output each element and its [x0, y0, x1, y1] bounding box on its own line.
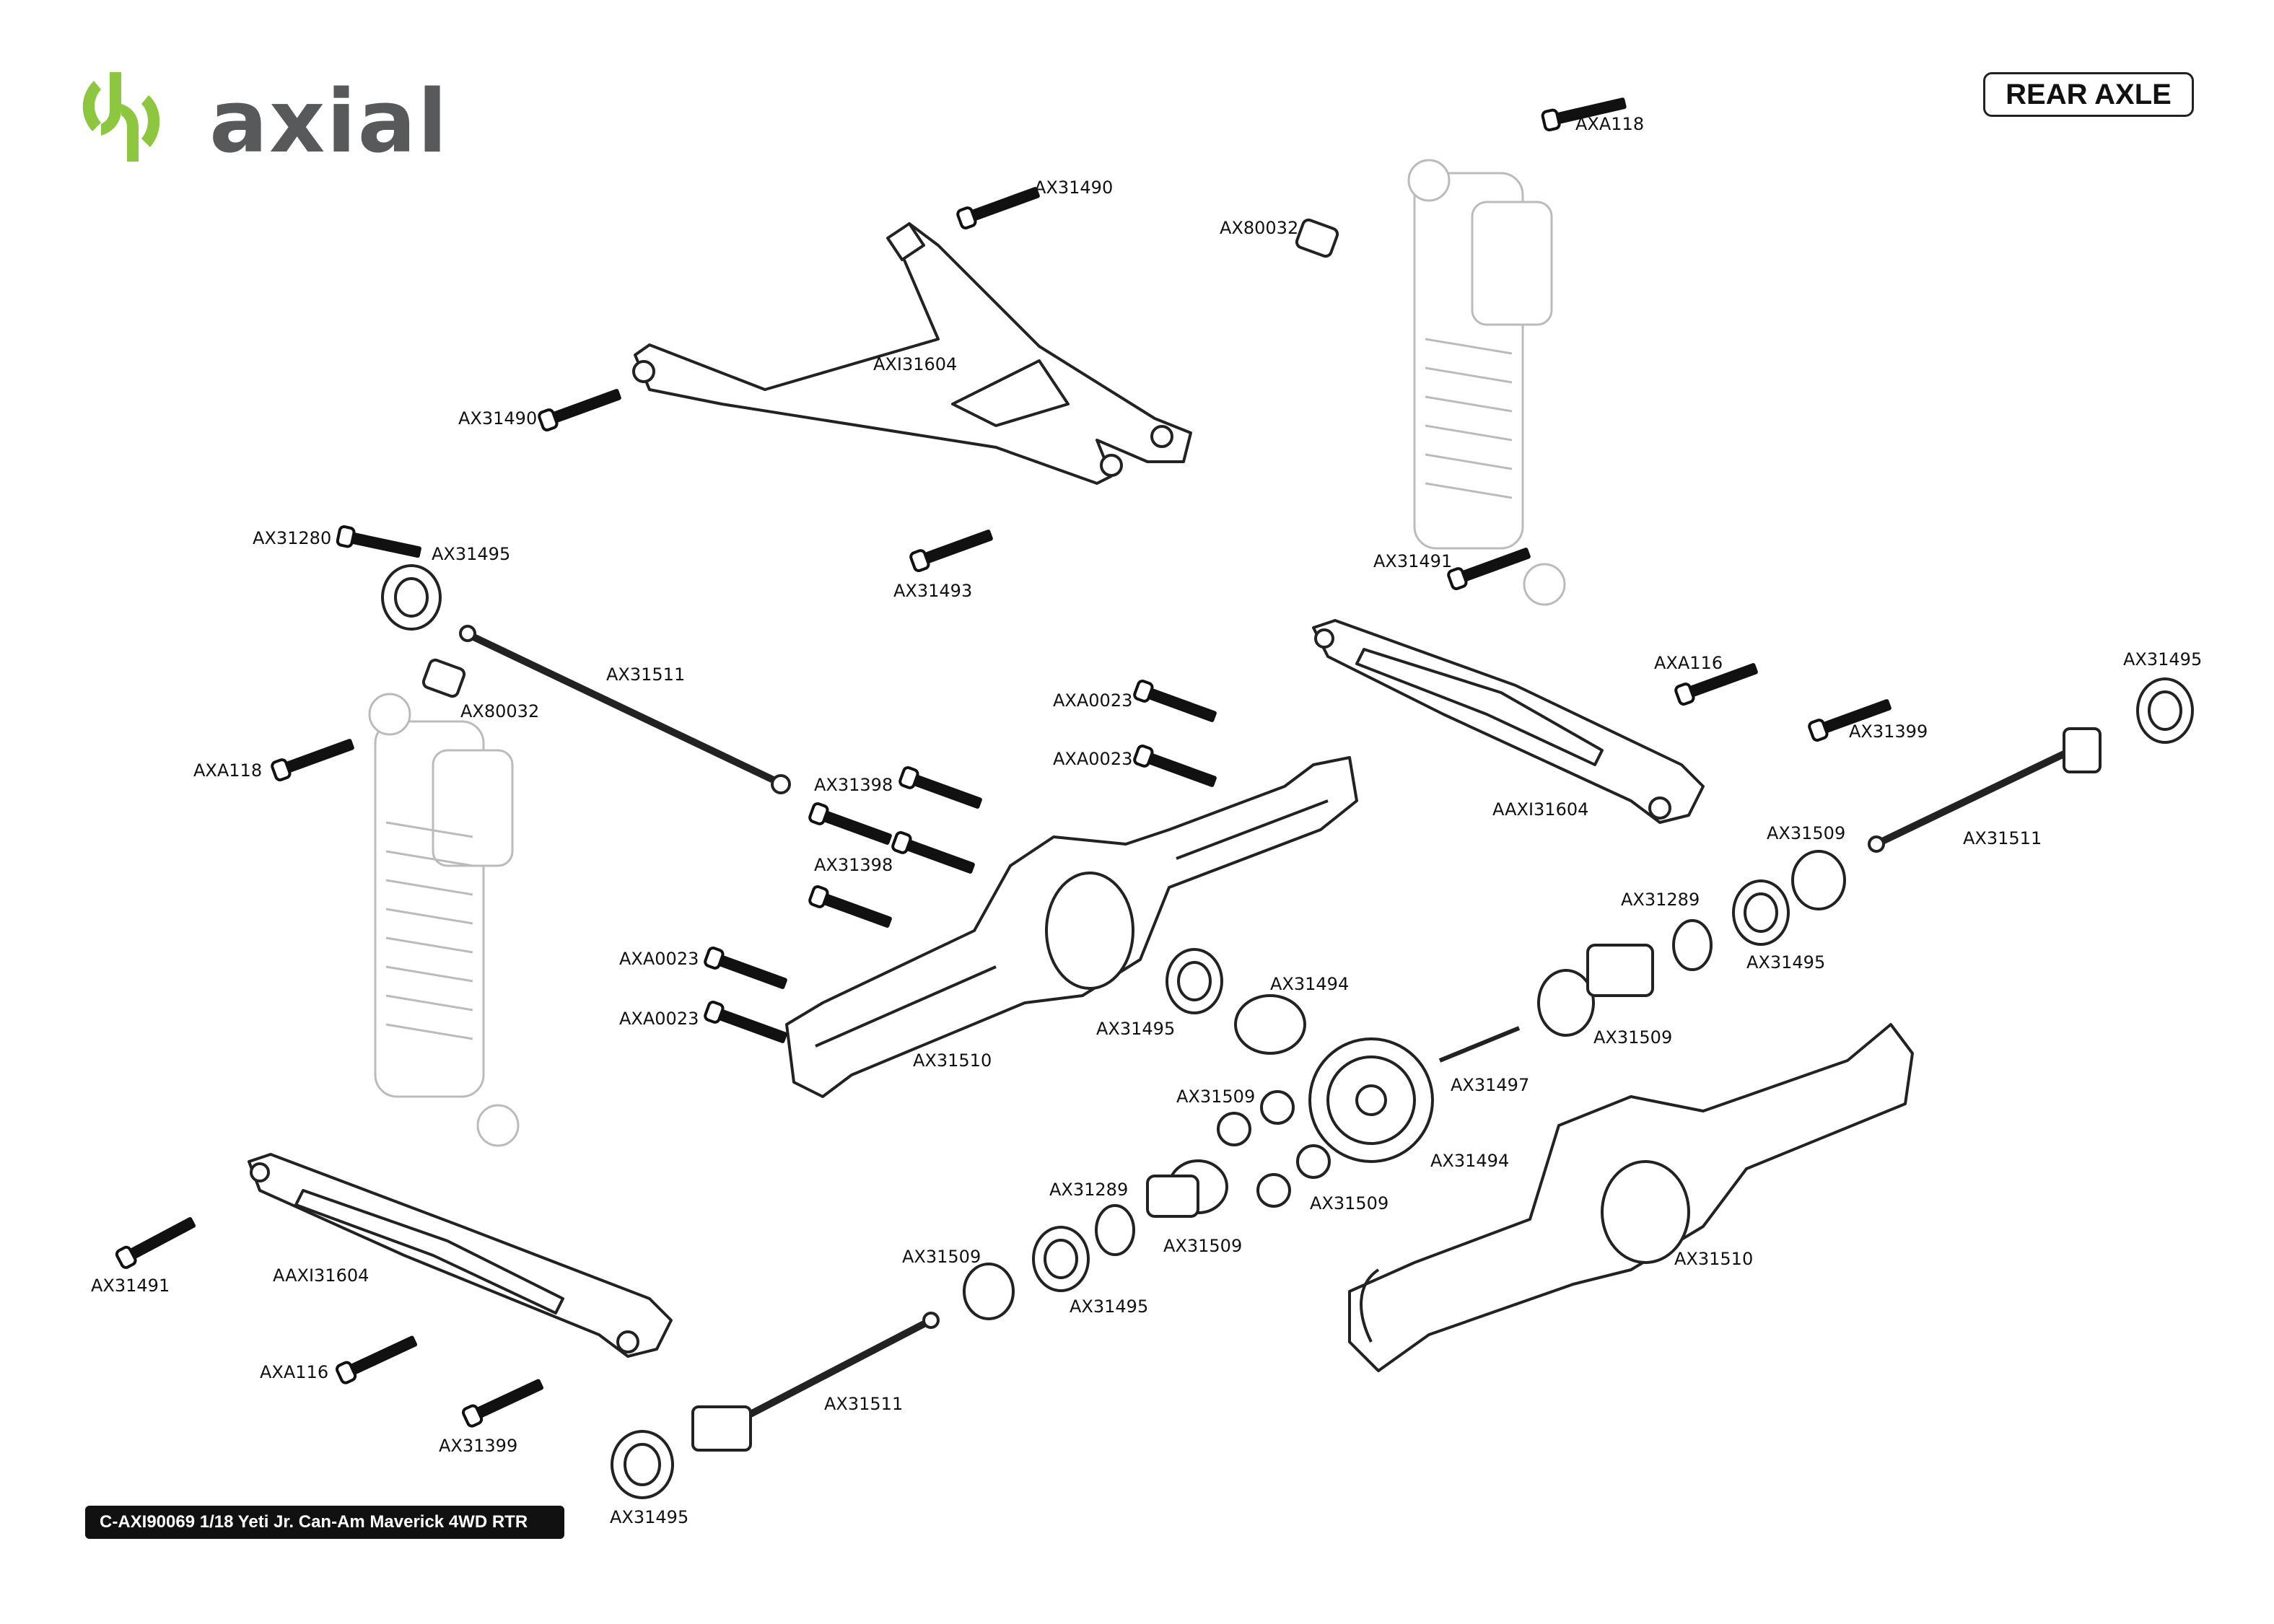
- driveshaft-right: [1868, 727, 2102, 853]
- brand-wordmark: axial: [209, 72, 449, 167]
- label-ax31509-e: AX31509: [1163, 1236, 1242, 1256]
- label-axa0023-d: AXA0023: [619, 1009, 699, 1029]
- right-lower-link: [1312, 619, 1705, 824]
- pinion-gears: [1146, 944, 1654, 1218]
- label-axi31604: AXI31604: [873, 354, 957, 374]
- label-axa116-right: AXA116: [1654, 653, 1723, 673]
- footer-caption: C-AXI90069 1/18 Yeti Jr. Can-Am Maverick…: [85, 1506, 564, 1539]
- axle-housing-right: [1348, 1023, 1914, 1372]
- label-ax31495-d: AX31495: [1096, 1019, 1175, 1039]
- label-axa0023-c: AXA0023: [619, 949, 699, 969]
- label-ax31497: AX31497: [1451, 1075, 1529, 1095]
- driveshaft-lower: [691, 1312, 940, 1452]
- left-shock: [368, 693, 520, 1147]
- label-ax31495-a: AX31495: [432, 544, 510, 564]
- label-ax31493: AX31493: [893, 581, 972, 601]
- label-axa0023-b: AXA0023: [1053, 749, 1132, 769]
- label-axa118-top: AXA118: [1575, 114, 1644, 134]
- label-ax31509-f: AX31509: [902, 1247, 981, 1267]
- label-ax31490-top: AX31490: [1034, 177, 1113, 198]
- label-ax31511-right: AX31511: [1963, 828, 2042, 848]
- label-ax31510-right: AX31510: [1674, 1249, 1753, 1269]
- label-ax31490-left: AX31490: [458, 408, 537, 429]
- label-ax80032-right: AX80032: [1220, 218, 1298, 238]
- label-ax31509-a: AX31509: [1767, 823, 1845, 843]
- label-axa0023-a: AXA0023: [1053, 690, 1132, 711]
- label-ax31509-d: AX31509: [1310, 1193, 1389, 1213]
- label-ax31511-upper: AX31511: [606, 664, 685, 685]
- label-ax31399-left: AX31399: [439, 1436, 517, 1456]
- label-aaxi31604-right: AAXI31604: [1492, 799, 1588, 820]
- driveshaft-upper: [459, 625, 791, 794]
- axial-logo: axial: [79, 66, 541, 172]
- label-ax31398-a: AX31398: [814, 775, 893, 795]
- label-ax31495-b: AX31495: [2123, 649, 2202, 670]
- label-ax31509-b: AX31509: [1593, 1027, 1672, 1048]
- label-ax31399-right: AX31399: [1849, 721, 1928, 742]
- label-ax31289-b: AX31289: [1049, 1180, 1128, 1200]
- label-ax31495-c: AX31495: [1746, 952, 1825, 973]
- label-ax31398-b: AX31398: [814, 855, 893, 875]
- label-ax31289-a: AX31289: [1621, 890, 1700, 910]
- bearings: [381, 218, 2194, 1499]
- label-ax31511-lower: AX31511: [824, 1394, 903, 1414]
- part-labels: AXA118 AX31490 AX80032 AXI31604 AX31490 …: [91, 114, 2202, 1527]
- left-lower-link: [248, 1153, 673, 1358]
- label-ax31509-c: AX31509: [1176, 1087, 1255, 1107]
- upper-a-arm: [632, 222, 1192, 485]
- label-ax31280: AX31280: [253, 528, 331, 548]
- label-ax31495-f: AX31495: [610, 1507, 688, 1527]
- label-ax31491-left: AX31491: [91, 1276, 170, 1296]
- label-ax31494-b: AX31494: [1430, 1151, 1509, 1171]
- label-axa116-left: AXA116: [260, 1362, 328, 1382]
- right-shock: [1407, 159, 1566, 606]
- label-ax31491-right: AX31491: [1373, 551, 1452, 571]
- label-aaxi31604-left: AAXI31604: [273, 1265, 369, 1286]
- label-ax80032-left: AX80032: [460, 701, 539, 721]
- label-ax31494-a: AX31494: [1270, 974, 1349, 994]
- label-ax31510-left: AX31510: [913, 1050, 992, 1071]
- label-axa118-left: AXA118: [193, 760, 262, 781]
- label-ax31495-e: AX31495: [1070, 1296, 1148, 1317]
- axle-housing-left: [785, 756, 1358, 1098]
- axial-mark-icon: [82, 72, 160, 162]
- ring-gear: [1308, 1037, 1434, 1163]
- section-title: REAR AXLE: [1983, 72, 2194, 117]
